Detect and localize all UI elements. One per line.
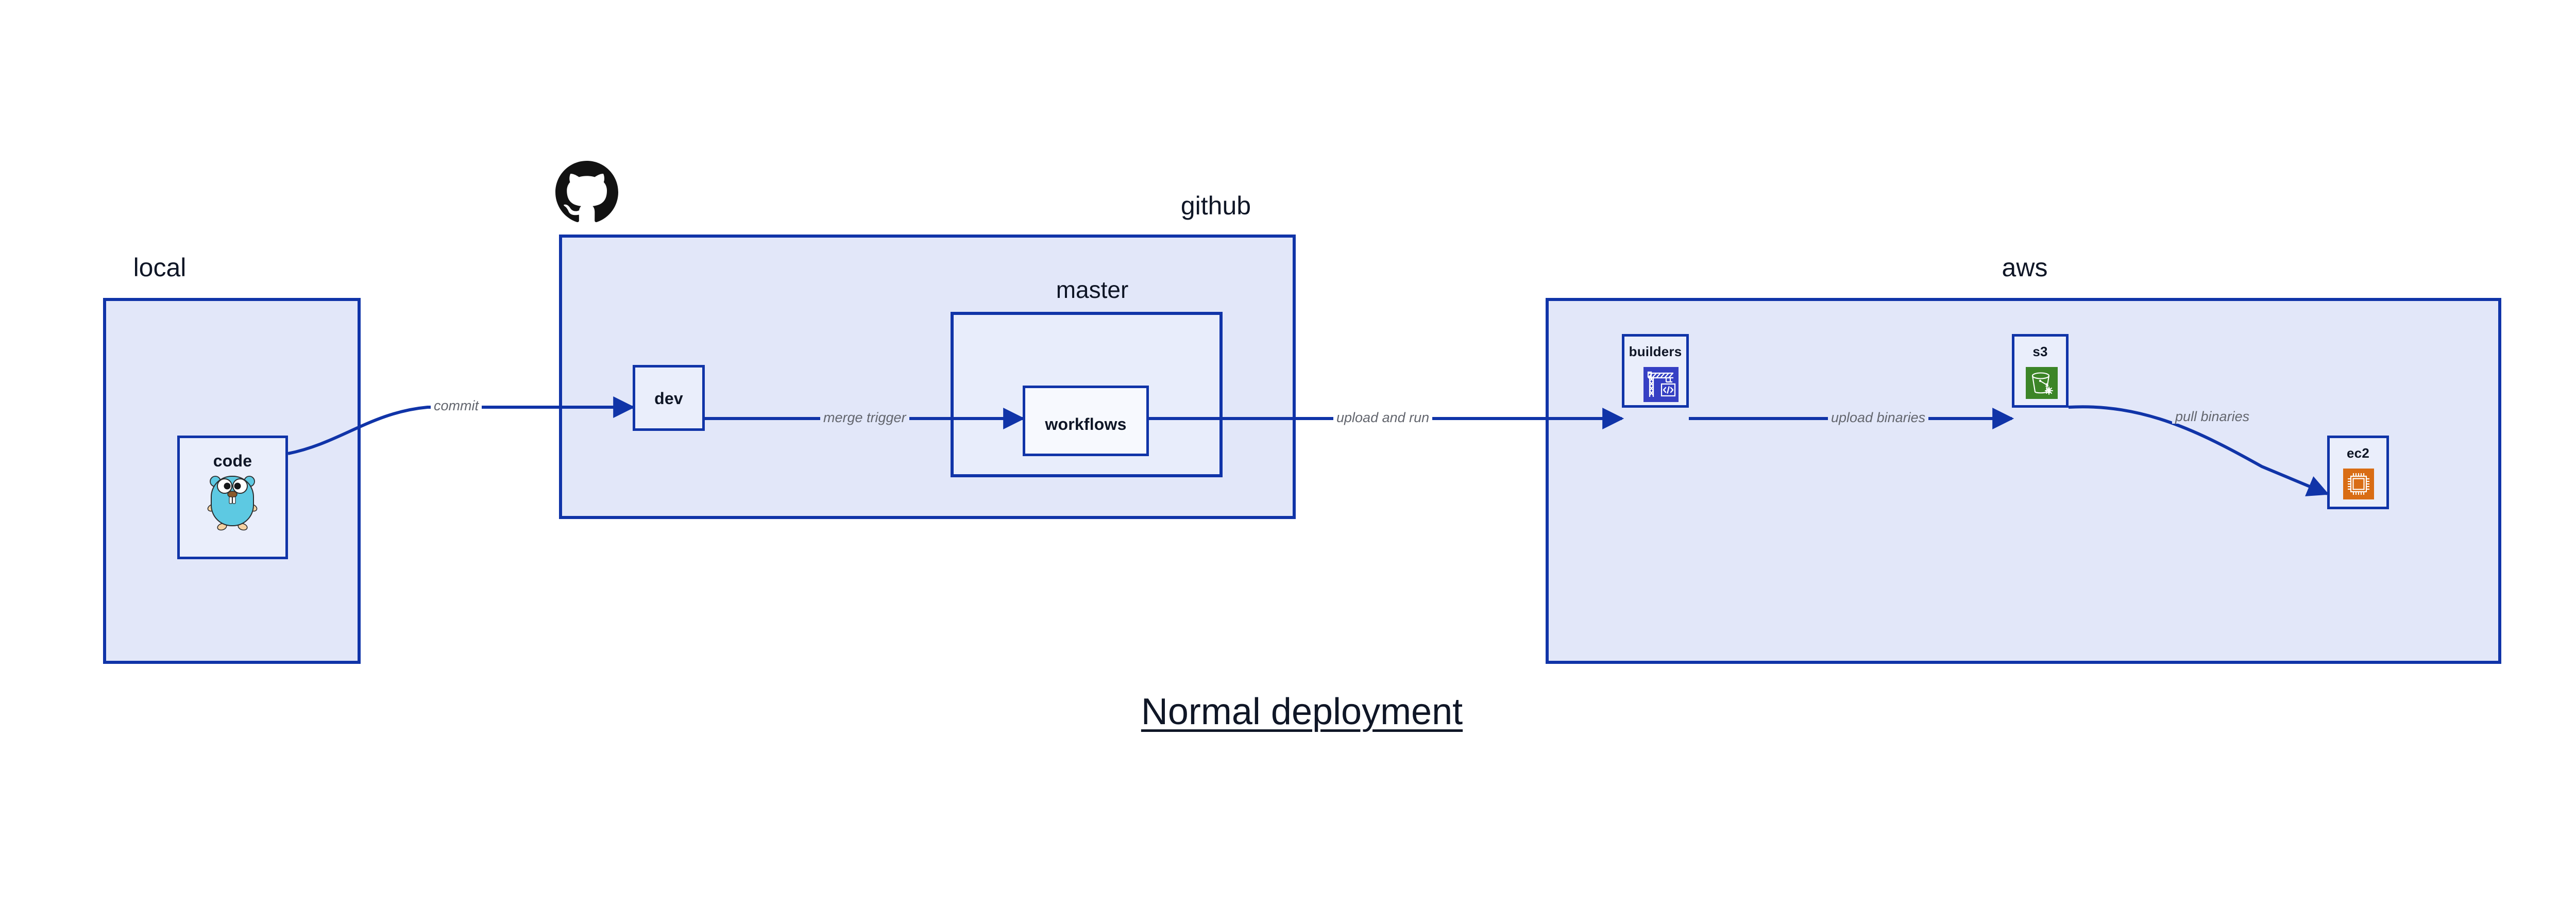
node-label-workflows: workflows (1045, 415, 1127, 433)
edge-label-upload-binaries: upload binaries (1828, 411, 1929, 425)
group-title-local: local (133, 253, 187, 282)
edge-label-commit: commit (431, 399, 482, 413)
edge-label-pull-binaries: pull binaries (2172, 410, 2253, 424)
node-label-code: code (213, 452, 252, 470)
aws-builders-crane-icon (1643, 367, 1679, 402)
node-label-ec2: ec2 (2347, 445, 2369, 461)
node-label-dev: dev (654, 389, 683, 408)
node-workflows[interactable]: workflows (1023, 386, 1149, 456)
aws-ec2-chip-icon (2343, 469, 2374, 499)
group-title-master: master (1056, 276, 1129, 303)
go-gopher-icon (205, 470, 260, 531)
github-octocat-logo (555, 161, 618, 224)
group-title-github: github (1180, 191, 1251, 220)
page-title: Normal deployment (1141, 691, 1463, 732)
node-label-s3: s3 (2032, 344, 2048, 359)
aws-s3-bucket-icon (2026, 367, 2058, 399)
edge-label-merge-trigger: merge trigger (820, 411, 909, 425)
group-title-aws: aws (2002, 253, 2048, 282)
node-dev[interactable]: dev (633, 365, 705, 431)
node-label-builders: builders (1629, 344, 1682, 359)
edge-label-upload-and-run: upload and run (1333, 411, 1433, 425)
